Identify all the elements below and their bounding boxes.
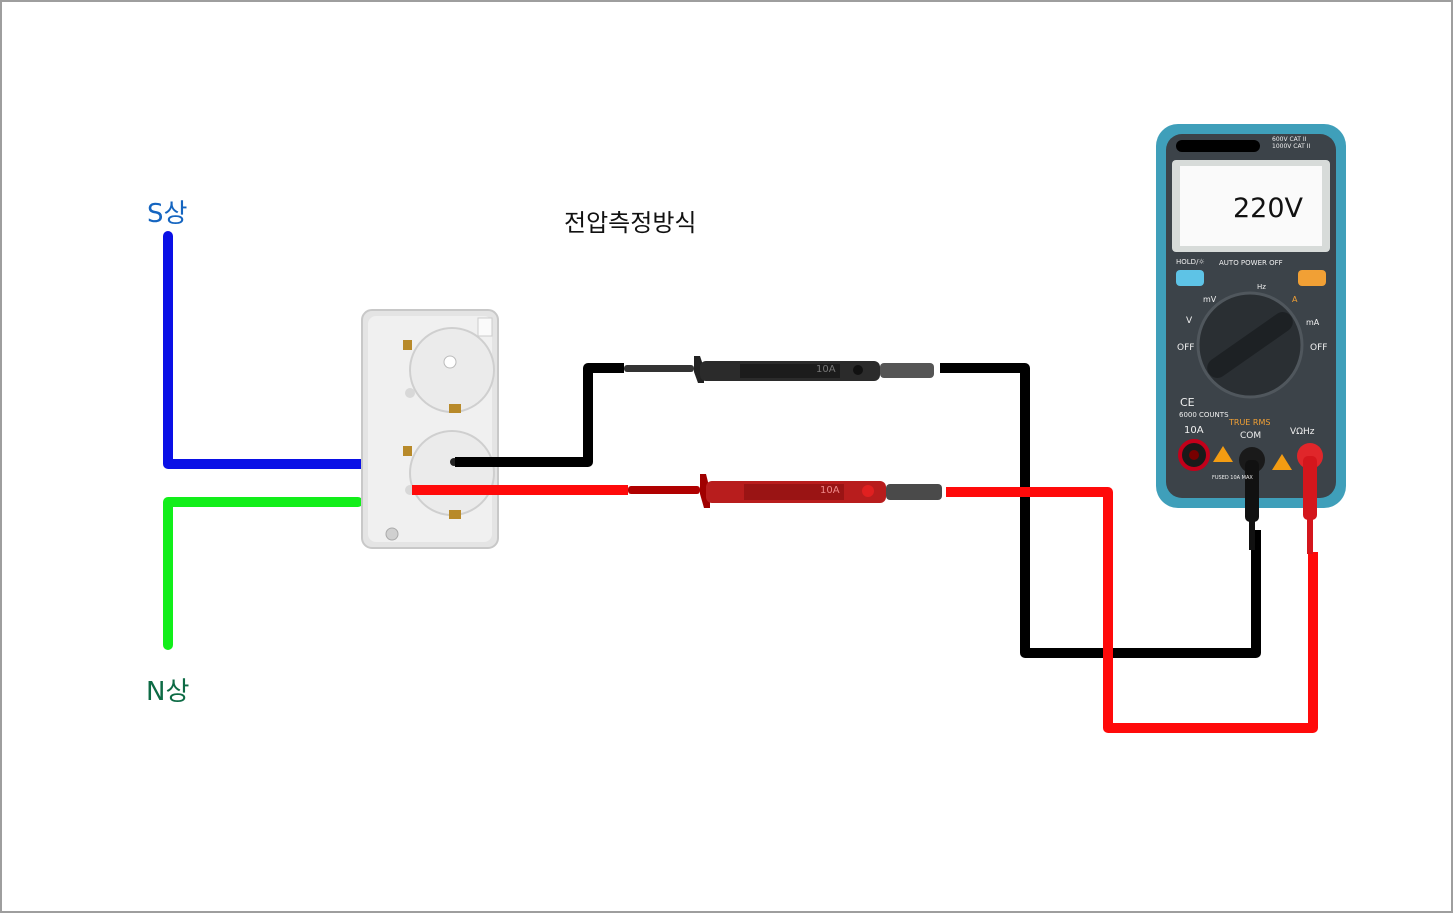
true-rms-label: TRUE RMS xyxy=(1229,418,1271,427)
off-right-label: OFF xyxy=(1310,343,1328,353)
n-phase-label: N상 xyxy=(146,677,190,707)
off-left-label: OFF xyxy=(1177,343,1195,353)
red-lead-wire-right xyxy=(946,487,1318,733)
n-phase-wire xyxy=(163,497,363,650)
mv-label: mV xyxy=(1203,295,1217,304)
black-probe xyxy=(624,356,934,383)
meter-display-reading: 220V xyxy=(1233,193,1304,224)
red-probe-rating: 10A xyxy=(820,485,840,496)
vohm-jack-label: VΩHz xyxy=(1290,427,1315,437)
red-probe xyxy=(628,474,942,508)
s-phase-label: S상 xyxy=(147,199,188,229)
hold-button-label: HOLD/☼ xyxy=(1176,258,1205,266)
ce-mark: CE xyxy=(1180,396,1195,409)
black-lead-wire-left xyxy=(455,363,624,467)
black-lead-wire-right xyxy=(940,363,1261,658)
fused-label: FUSED 10A MAX xyxy=(1212,475,1253,481)
black-probe-rating: 10A xyxy=(816,364,836,375)
meter-rating-2: 1000V CAT II xyxy=(1272,143,1311,150)
power-outlet xyxy=(361,309,499,549)
ma-label: mA xyxy=(1306,318,1320,327)
hz-label: Hz xyxy=(1257,283,1266,291)
meter-rating-1: 600V CAT II xyxy=(1272,136,1307,143)
multimeter xyxy=(1156,124,1346,554)
ten-a-jack-label: 10A xyxy=(1184,425,1204,436)
auto-power-off-label: AUTO POWER OFF xyxy=(1219,259,1283,267)
s-phase-wire xyxy=(163,231,369,469)
counts-label: 6000 COUNTS xyxy=(1179,411,1229,419)
a-label: A xyxy=(1292,295,1298,304)
diagram-title: 전압측정방식 xyxy=(564,209,697,237)
com-jack-label: COM xyxy=(1240,431,1262,441)
v-label: V xyxy=(1186,316,1193,326)
